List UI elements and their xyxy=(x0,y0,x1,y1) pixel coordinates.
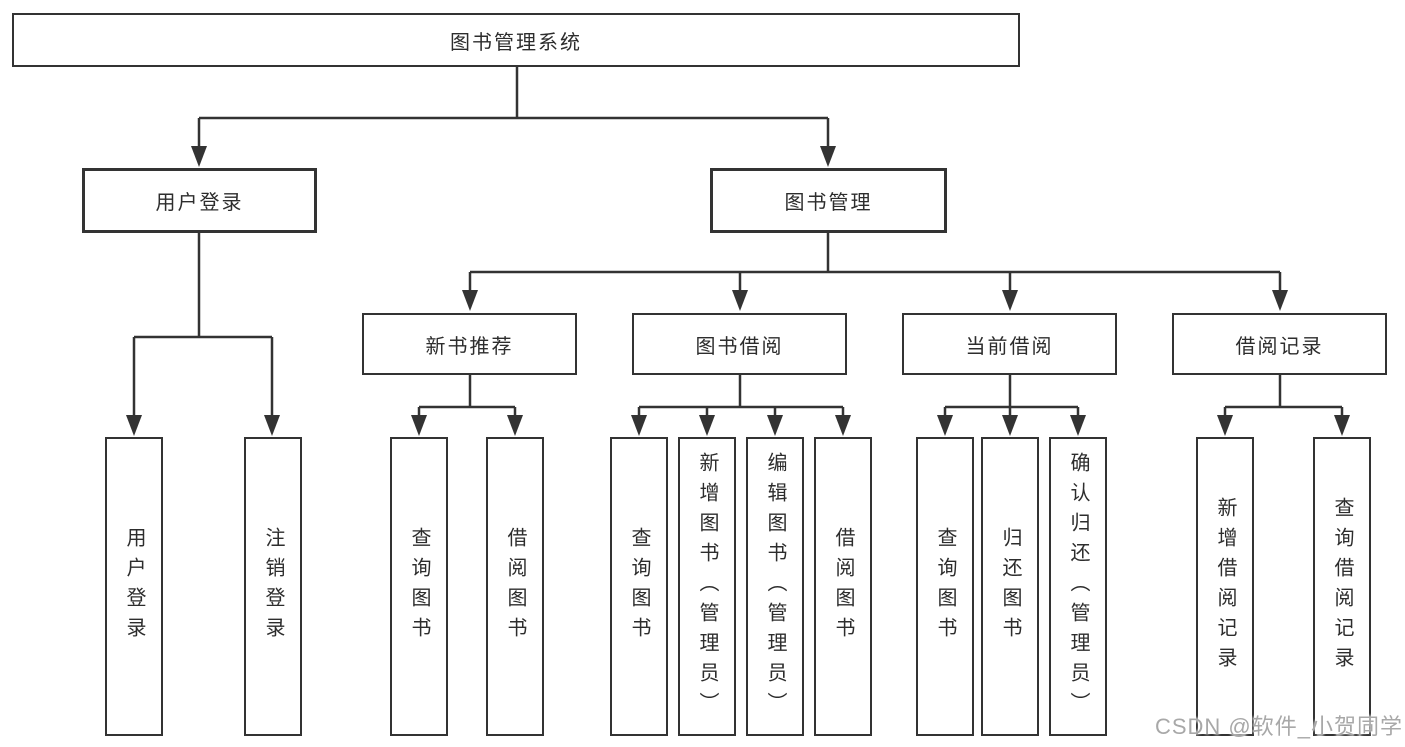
leaf-borrow-books-borrow: 借阅图书 xyxy=(814,437,872,736)
node-book-management-label: 图书管理 xyxy=(784,192,873,214)
node-book-management: 图书管理 xyxy=(710,168,947,233)
leaf-user-login: 用户登录 xyxy=(105,437,163,736)
leaf-return-book: 归还图书 xyxy=(981,437,1039,736)
node-new-book-recommend-label: 新书推荐 xyxy=(425,335,514,358)
node-borrow-records-label: 借阅记录 xyxy=(1235,335,1324,358)
leaf-confirm-return-admin: 确认归还（管理员） xyxy=(1049,437,1107,736)
node-current-borrow-label: 当前借阅 xyxy=(965,335,1054,358)
node-book-borrow: 图书借阅 xyxy=(632,313,847,375)
node-user-login-label: 用户登录 xyxy=(155,192,244,214)
node-borrow-records: 借阅记录 xyxy=(1172,313,1387,375)
node-new-book-recommend: 新书推荐 xyxy=(362,313,577,375)
leaf-add-book-admin: 新增图书（管理员） xyxy=(678,437,736,736)
node-current-borrow: 当前借阅 xyxy=(902,313,1117,375)
leaf-logout-login: 注销登录 xyxy=(244,437,302,736)
node-book-borrow-label: 图书借阅 xyxy=(695,335,784,358)
leaf-edit-book-admin: 编辑图书（管理员） xyxy=(746,437,804,736)
csdn-watermark: CSDN @软件_小贺同学 xyxy=(1154,714,1403,739)
leaf-borrow-books-recommend: 借阅图书 xyxy=(486,437,544,736)
leaf-add-borrow-record: 新增借阅记录 xyxy=(1196,437,1254,736)
node-library-system-label: 图书管理系统 xyxy=(450,31,582,54)
leaf-query-books-recommend: 查询图书 xyxy=(390,437,448,736)
leaf-query-books-borrow: 查询图书 xyxy=(610,437,668,736)
leaf-query-borrow-record: 查询借阅记录 xyxy=(1313,437,1371,736)
node-user-login: 用户登录 xyxy=(82,168,317,233)
node-library-system: 图书管理系统 xyxy=(12,13,1020,67)
leaf-query-books-current: 查询图书 xyxy=(916,437,974,736)
